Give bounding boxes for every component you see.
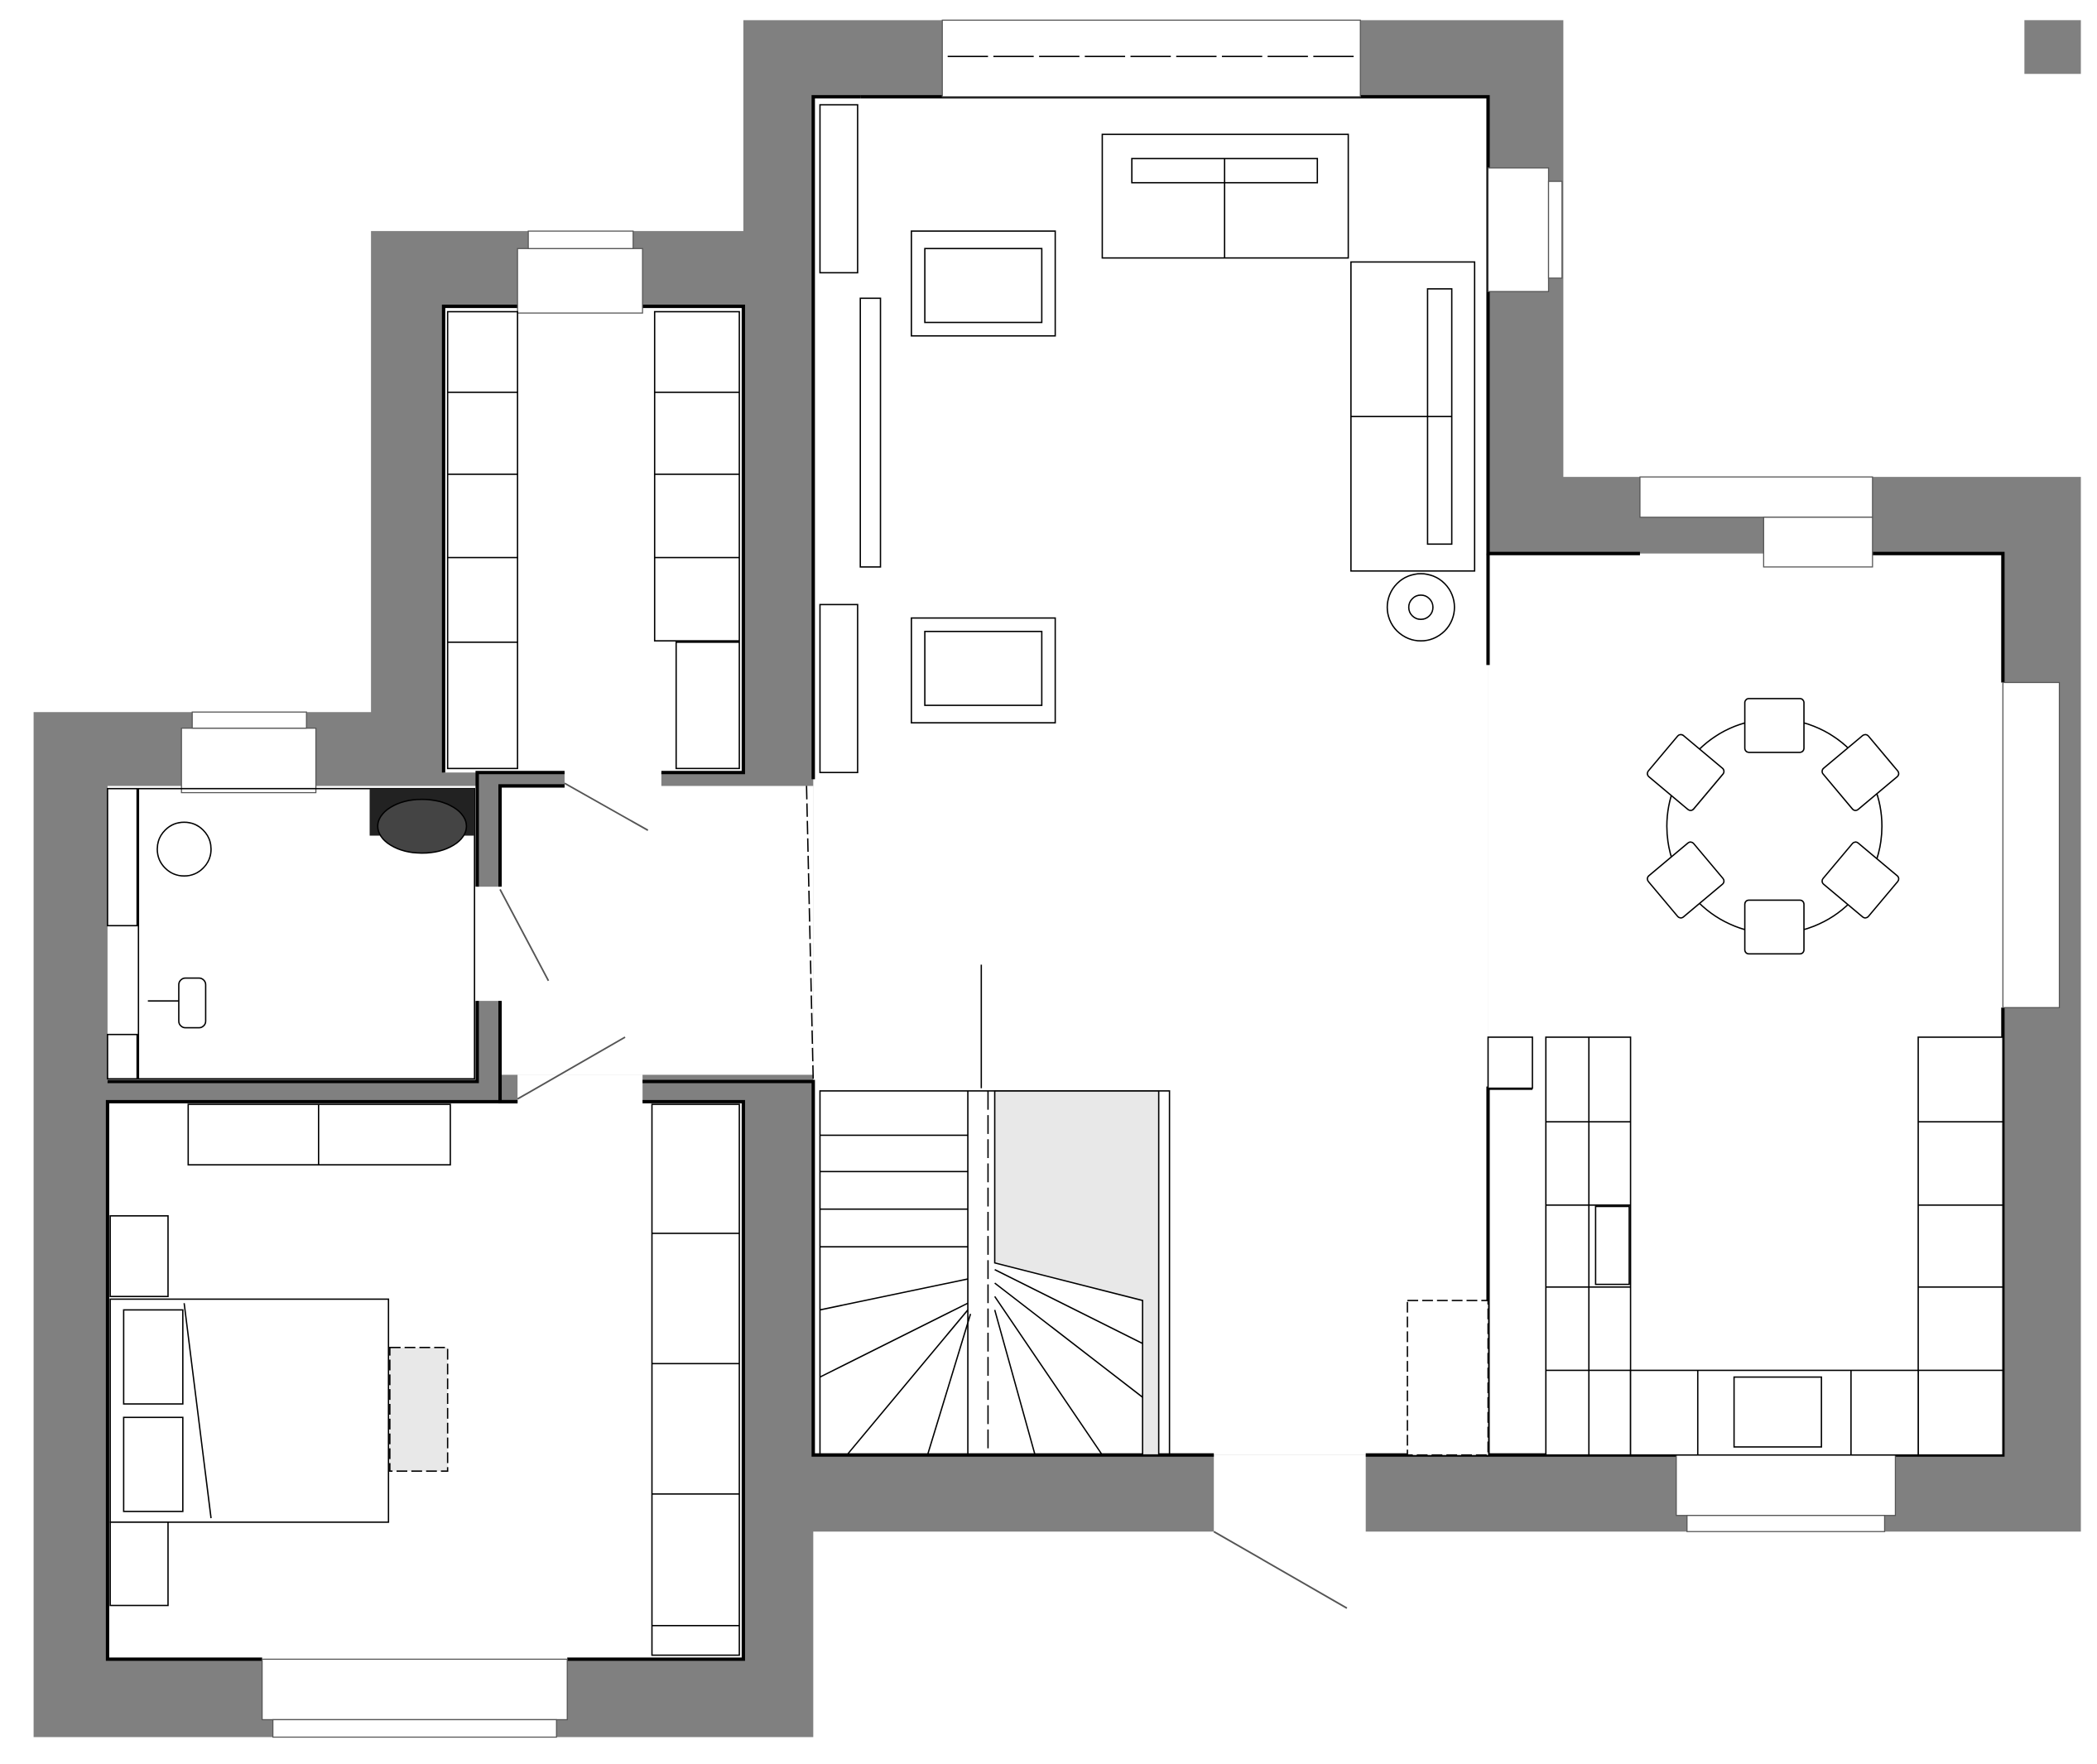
entry-opening (1214, 1454, 1366, 1536)
fridge (1407, 1300, 1489, 1456)
tv-cabinet-upper (819, 103, 859, 274)
tv-unit (859, 297, 882, 568)
armchair-top (911, 230, 1056, 337)
wardrobe-right-low (675, 641, 740, 770)
corner-marker (2024, 20, 2081, 75)
window-dining-right (2002, 681, 2061, 1008)
bathroom-fixtures (107, 787, 475, 1080)
side-table (1386, 573, 1455, 642)
washbasin (156, 821, 212, 877)
window-dining-top (1639, 476, 1873, 518)
bedroom-door[interactable] (517, 1036, 626, 1100)
staircase (819, 1090, 1171, 1456)
nightstand-bottom (109, 1521, 169, 1607)
bathroom-door[interactable] (499, 888, 550, 982)
nightstand-top (109, 1215, 169, 1298)
dining-chair (1821, 841, 1900, 919)
dining-chair (1821, 733, 1900, 811)
bench (389, 1347, 449, 1472)
kitchen-sink (1733, 1376, 1822, 1448)
windows (180, 19, 2061, 1738)
window-bathroom (180, 728, 317, 794)
living-furniture (819, 103, 1476, 1089)
dining-chair (1647, 733, 1725, 811)
window-bedroom (261, 1658, 568, 1721)
tv-cabinet-lower (819, 603, 859, 774)
toilet (178, 977, 207, 1029)
window-top (941, 19, 1361, 98)
dining-chair (1647, 841, 1725, 919)
shower-tray (377, 798, 468, 854)
kitchen-tall-unit (1487, 1036, 1533, 1089)
closet-wardrobes (446, 310, 740, 770)
stair-void (993, 1090, 1160, 1456)
kitchen-counter-right (1917, 1036, 2004, 1456)
dining-chair (1743, 698, 1805, 753)
bath-cabinet (107, 787, 138, 927)
kitchen-cabinets (1407, 1036, 2004, 1456)
dining-chair (1743, 899, 1805, 955)
dresser (187, 1103, 451, 1166)
wardrobe-left (446, 310, 518, 770)
bed (109, 1298, 390, 1523)
bathroom-door-gap (475, 887, 503, 1002)
closet-door[interactable] (564, 782, 649, 831)
closet-door-gap (564, 766, 661, 789)
window-closet-room (517, 248, 643, 314)
dining-set (1647, 698, 1900, 955)
hallway-door-gap (517, 1074, 643, 1105)
entry-door[interactable] (1213, 1531, 1348, 1609)
wardrobe-right (653, 310, 740, 642)
bedroom-furniture (109, 1103, 740, 1656)
bedroom-wardrobe (651, 1103, 740, 1656)
door-swings[interactable] (499, 782, 1348, 1609)
window-kitchen-bottom (1676, 1454, 1897, 1516)
window-living-right (1487, 167, 1550, 292)
hallway (500, 786, 814, 1075)
armchair-bottom (911, 617, 1056, 723)
